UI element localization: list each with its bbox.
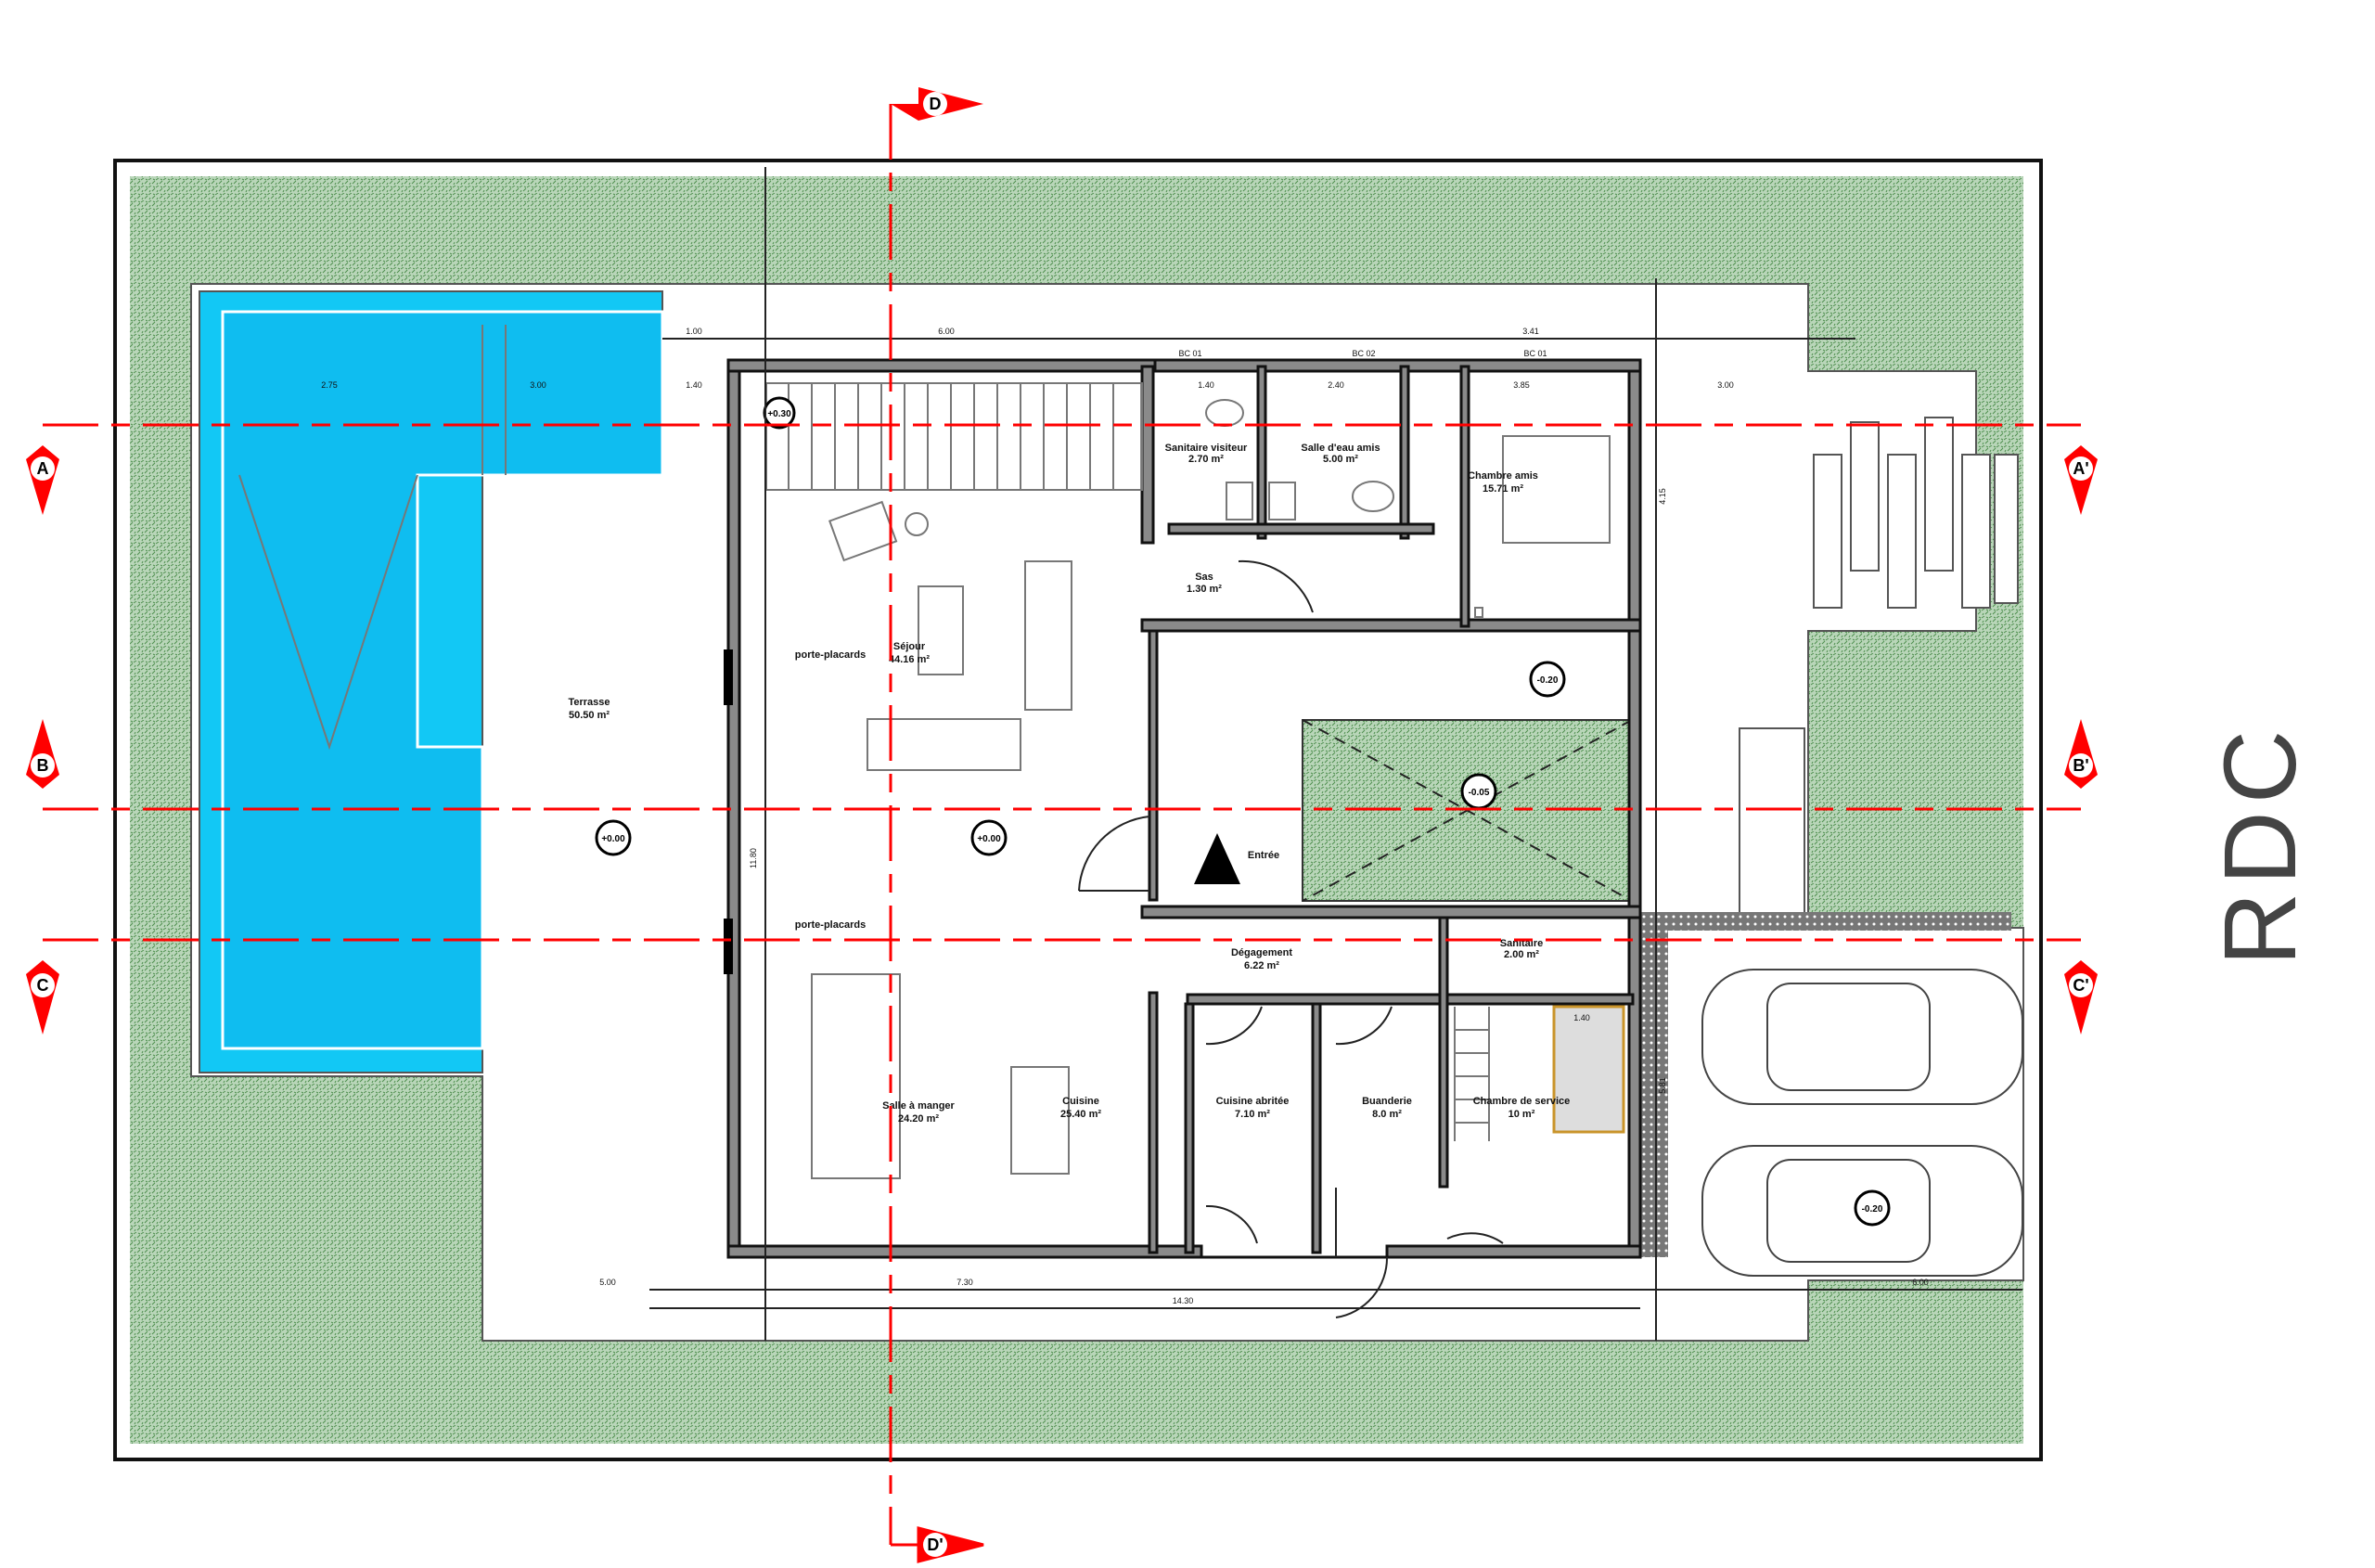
svg-text:BC 01: BC 01 [1523, 349, 1547, 358]
svg-text:C: C [37, 976, 49, 995]
bed-dim: 1.40 [1573, 1013, 1590, 1022]
label-porte-2: porte-placards [795, 919, 866, 931]
room-buanderie: Buanderie [1362, 1096, 1412, 1107]
garage-slab [1640, 912, 1668, 1257]
level-title: RDC [2203, 723, 2317, 966]
room-salle-manger: Salle à manger [882, 1100, 955, 1112]
room-salle-eau: Salle d'eau amis [1301, 443, 1380, 454]
svg-text:-0.20: -0.20 [1862, 1204, 1883, 1215]
svg-text:BC 02: BC 02 [1352, 349, 1375, 358]
svg-text:4.15: 4.15 [1658, 488, 1667, 505]
area-sanitaire-service: 2.00 m² [1504, 949, 1539, 960]
room-cuisine: Cuisine [1062, 1096, 1099, 1107]
area-cuisine-abri: 7.10 m² [1235, 1109, 1270, 1120]
svg-text:+0.30: +0.30 [767, 409, 791, 419]
svg-text:D': D' [927, 1536, 943, 1554]
svg-text:3.41: 3.41 [1522, 327, 1539, 336]
room-degagement: Dégagement [1231, 947, 1292, 958]
svg-text:3.85: 3.85 [1513, 380, 1530, 390]
svg-text:11.80: 11.80 [749, 848, 758, 868]
svg-text:1.00: 1.00 [686, 327, 702, 336]
svg-text:5.81: 5.81 [1658, 1077, 1667, 1094]
room-sejour: Séjour [893, 641, 926, 652]
svg-text:6.00: 6.00 [938, 327, 955, 336]
svg-text:A: A [37, 459, 49, 478]
section-marker-b: B [26, 719, 59, 789]
svg-text:2.75: 2.75 [321, 380, 338, 390]
entry-arrow [1194, 833, 1240, 884]
section-marker-d2: D' [891, 1526, 984, 1563]
area-terrasse: 50.50 m² [569, 710, 610, 721]
svg-text:7.30: 7.30 [956, 1278, 973, 1287]
section-markers: A A' B B' C C' D D' [26, 87, 2098, 1563]
area-cuisine: 25.40 m² [1060, 1109, 1101, 1120]
section-marker-c: C [26, 960, 59, 1035]
area-salle-eau: 5.00 m² [1323, 454, 1358, 465]
room-chambre-service: Chambre de service [1473, 1096, 1571, 1107]
svg-text:1.40: 1.40 [686, 380, 702, 390]
section-lines [43, 104, 2081, 1545]
area-sejour: 44.16 m² [889, 654, 930, 665]
area-buanderie: 8.0 m² [1372, 1109, 1402, 1120]
room-sanitaire: Sanitaire visiteur [1165, 443, 1248, 454]
svg-text:D: D [930, 95, 942, 113]
svg-text:BC 01: BC 01 [1178, 349, 1201, 358]
svg-text:B': B' [2073, 756, 2088, 775]
svg-text:3.00: 3.00 [1717, 380, 1734, 390]
area-chambre-amis: 15.71 m² [1483, 483, 1523, 495]
svg-text:5.00: 5.00 [599, 1278, 616, 1287]
svg-text:A': A' [2073, 459, 2088, 478]
svg-text:1.40: 1.40 [1198, 380, 1214, 390]
garden-steps [1739, 417, 2019, 919]
area-sanitaire: 2.70 m² [1188, 454, 1224, 465]
area-degagement: 6.22 m² [1244, 960, 1279, 971]
swimming-pool [199, 290, 664, 1073]
house: 1.40 [724, 358, 1642, 1318]
section-marker-c2: C' [2064, 960, 2098, 1035]
garage-edge [1668, 912, 2011, 931]
label-porte-1: porte-placards [795, 649, 866, 661]
level-markers: +0.00 +0.00 -0.05 -0.20 -0.20 +0.30 [595, 396, 1891, 1227]
section-marker-a: A [26, 445, 59, 515]
section-marker-d: D [891, 87, 983, 121]
svg-text:C': C' [2073, 976, 2088, 995]
room-entree: Entrée [1248, 850, 1279, 861]
area-sas: 1.30 m² [1187, 584, 1222, 595]
svg-text:+0.00: +0.00 [977, 834, 1001, 844]
svg-text:14.30: 14.30 [1173, 1296, 1194, 1305]
svg-text:6.00: 6.00 [1912, 1278, 1929, 1287]
room-cuisine-abri: Cuisine abritée [1216, 1096, 1290, 1107]
svg-text:2.40: 2.40 [1328, 380, 1344, 390]
service-bed [1552, 1005, 1625, 1134]
svg-text:-0.20: -0.20 [1537, 675, 1559, 686]
room-sas: Sas [1195, 572, 1213, 583]
parked-cars [1701, 969, 2023, 1277]
room-chambre-amis: Chambre amis [1468, 470, 1538, 482]
room-terrasse: Terrasse [568, 697, 610, 708]
section-marker-b2: B' [2064, 719, 2098, 789]
dimensions: 1.00 6.00 3.41 BC 01 BC 02 BC 01 1.40 2.… [321, 167, 2022, 1341]
furniture [811, 399, 1611, 1179]
section-marker-a2: A' [2064, 445, 2098, 515]
area-chambre-service: 10 m² [1508, 1109, 1535, 1120]
svg-text:B: B [37, 756, 49, 775]
svg-text:-0.05: -0.05 [1469, 788, 1490, 798]
svg-text:+0.00: +0.00 [601, 834, 625, 844]
svg-text:3.00: 3.00 [530, 380, 546, 390]
area-salle-manger: 24.20 m² [898, 1113, 939, 1125]
room-labels: Terrasse 50.50 m² Séjour 44.16 m² Salle … [568, 443, 1570, 1125]
